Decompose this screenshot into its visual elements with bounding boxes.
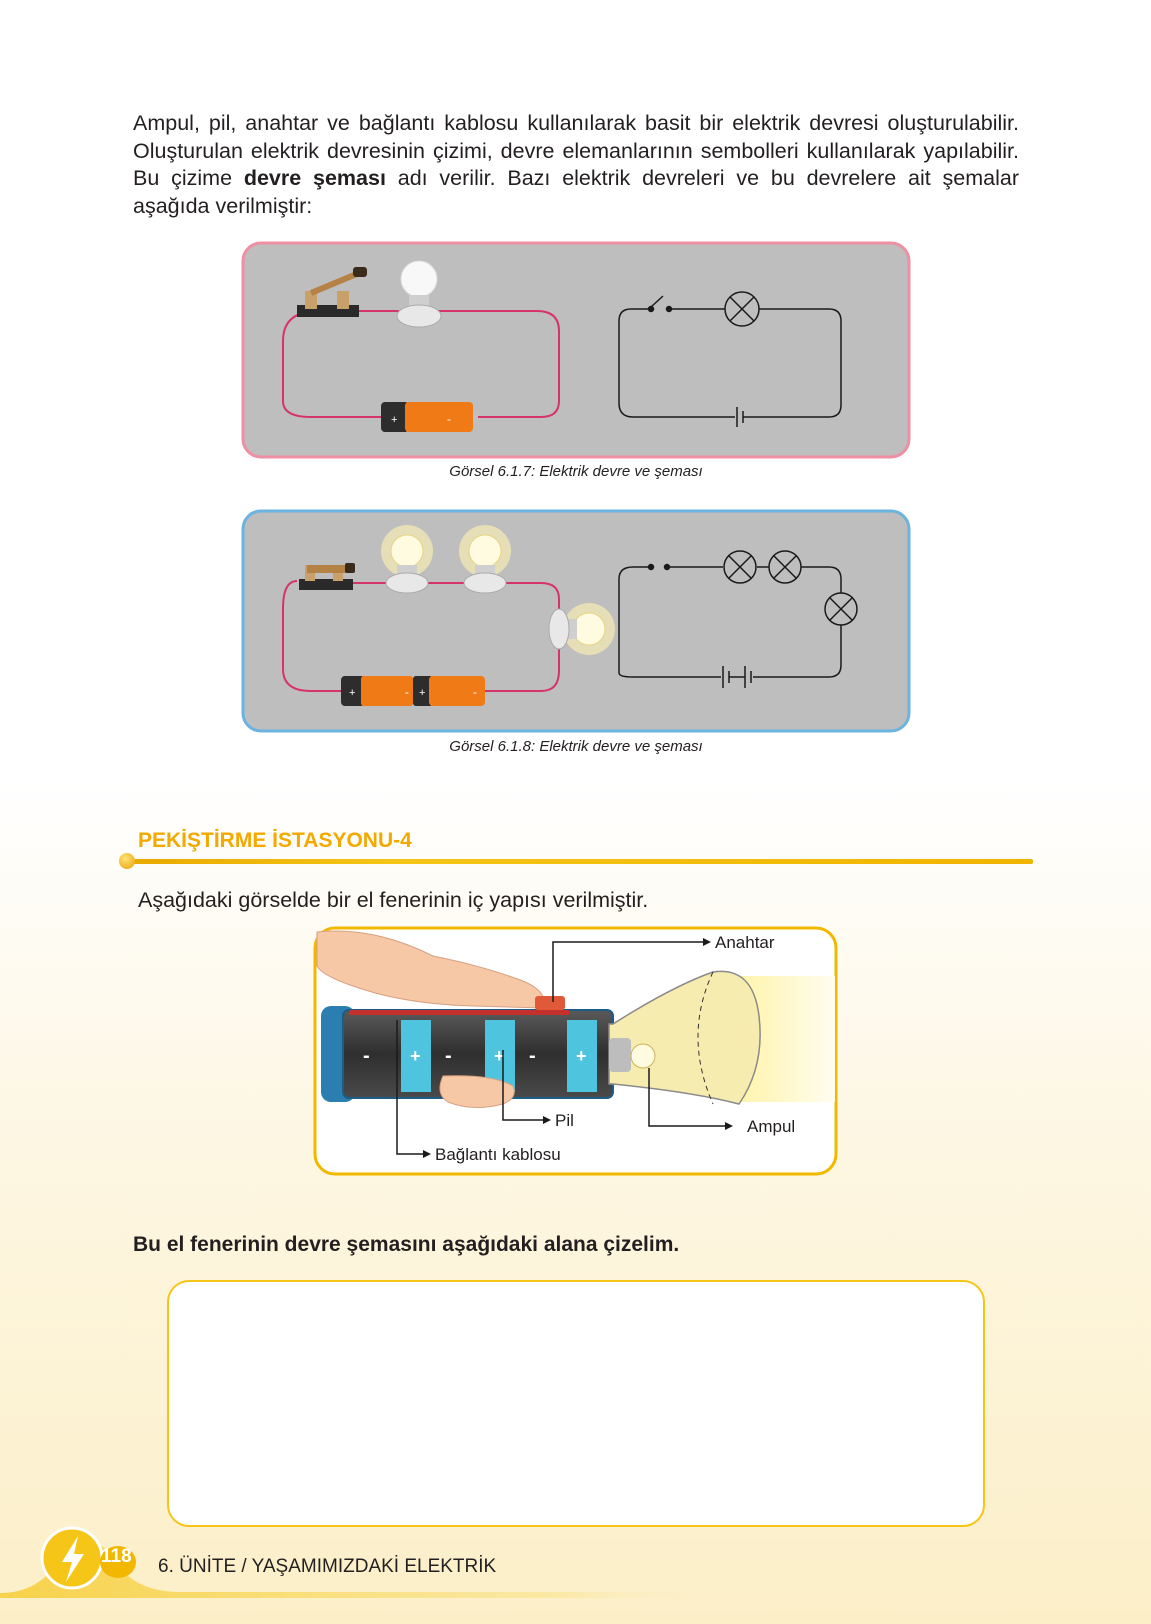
hand-icon [316, 930, 545, 1009]
lamp-symbol [768, 550, 802, 584]
flashlight-figure: + + + - - - Anahtar Pil Ampul Bağlantı k… [313, 926, 838, 1176]
battery-icon: + - [381, 402, 478, 432]
lamp-symbol [824, 592, 858, 626]
footer-ribbon [0, 1526, 700, 1598]
connection-wire-strip [349, 1010, 569, 1015]
battery-icon: + - + - [341, 676, 485, 706]
intro-text-part1: Ampul, pil, anahtar ve bağlantı kablosu … [133, 111, 1019, 190]
section-divider [120, 859, 1033, 864]
label-ampul: Ampul [747, 1117, 795, 1136]
battery-plus-label: + [349, 687, 355, 699]
battery-minus-label: - [447, 412, 451, 426]
knife-switch-icon [297, 267, 367, 317]
label-baglanti-kablosu: Bağlantı kablosu [435, 1145, 561, 1164]
circuit-figure-1: + - [241, 241, 911, 459]
light-bulb-icon [381, 525, 433, 594]
figure-2-caption: Görsel 6.1.8: Elektrik devre ve şeması [449, 738, 703, 755]
real-circuit-wire [282, 310, 560, 418]
unit-title: 6. ÜNİTE / YAŞAMIMIZDAKİ ELEKTRİK [158, 1556, 497, 1577]
battery-plus-label: + [391, 414, 397, 426]
battery-plus-label: + [419, 687, 425, 699]
pil-plus-3: + [576, 1046, 587, 1066]
battery-minus-label: - [405, 685, 409, 699]
switch-slider-icon [535, 996, 565, 1010]
light-bulb-icon [548, 603, 615, 655]
light-bulb-icon [396, 260, 442, 328]
lightning-icon [62, 1536, 84, 1582]
pil-plus-2: + [494, 1046, 505, 1066]
lamp-symbol [723, 550, 757, 584]
reflector-icon [608, 970, 761, 1105]
page-number-badge [100, 1546, 136, 1578]
section-intro: Aşağıdaki görselde bir el fenerinin iç y… [138, 888, 649, 912]
intro-bold-term: devre şeması [243, 166, 386, 190]
figure-1-frame [241, 241, 911, 459]
arrowhead-icons [423, 938, 733, 1158]
circuit-schematic-2 [618, 550, 858, 688]
knife-switch-icon [299, 563, 355, 590]
circuit-figure-2: + - + - [241, 509, 911, 733]
divider-dot-icon [119, 853, 135, 869]
drawing-answer-area[interactable] [167, 1280, 985, 1527]
intro-paragraph: Ampul, pil, anahtar ve bağlantı kablosu … [133, 110, 1019, 220]
flashlight-bulb-icon [630, 1043, 656, 1069]
section-title: PEKİŞTİRME İSTASYONU-4 [138, 829, 412, 852]
pil-minus-2: - [445, 1045, 452, 1067]
circuit-schematic-1 [618, 291, 842, 427]
pil-minus-1: - [363, 1045, 370, 1067]
pil-plus-1: + [410, 1046, 421, 1066]
pil-minus-3: - [529, 1045, 536, 1067]
lamp-symbol [724, 291, 760, 327]
page-number: 118 [101, 1546, 132, 1567]
label-leader-lines [396, 941, 727, 1155]
label-anahtar: Anahtar [715, 933, 775, 952]
label-pil: Pil [555, 1111, 574, 1130]
figure-1-caption: Görsel 6.1.7: Elektrik devre ve şeması [449, 463, 703, 480]
light-bulb-icon [459, 525, 511, 594]
bulb-socket-icon [609, 1038, 631, 1072]
task-instruction: Bu el fenerinin devre şemasını aşağıdaki… [133, 1233, 680, 1256]
intro-text-part2: adı verilir. Bazı elektrik devreleri ve … [133, 166, 1019, 218]
battery-minus-label: - [473, 685, 477, 699]
